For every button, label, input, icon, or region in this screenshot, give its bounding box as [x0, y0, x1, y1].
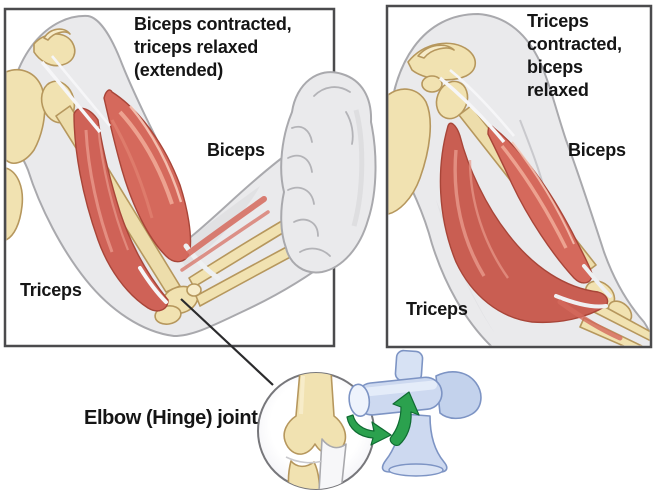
- elbow-joint-inset: [257, 372, 375, 490]
- left-panel-caption: Biceps contracted, triceps relaxed (exte…: [134, 14, 292, 80]
- rotation-arrow-icon: [346, 414, 392, 446]
- triceps-label-left: Triceps: [20, 280, 82, 300]
- triceps-label-right: Triceps: [406, 299, 468, 319]
- biceps-label-right: Biceps: [568, 140, 626, 160]
- right-panel-frame: [385, 4, 653, 349]
- rotation-arrow-icon: [389, 391, 420, 446]
- hinge-model-illustration: [346, 349, 482, 477]
- elbow-joint-label: Elbow (Hinge) joint: [84, 407, 258, 429]
- right-panel-caption: Triceps contracted, biceps relaxed: [527, 11, 622, 100]
- biceps-label-left: Biceps: [207, 140, 265, 160]
- left-arm-illustration: [6, 14, 333, 337]
- leader-line: [180, 298, 274, 386]
- right-arm-illustration: [388, 13, 650, 346]
- fist: [280, 71, 377, 274]
